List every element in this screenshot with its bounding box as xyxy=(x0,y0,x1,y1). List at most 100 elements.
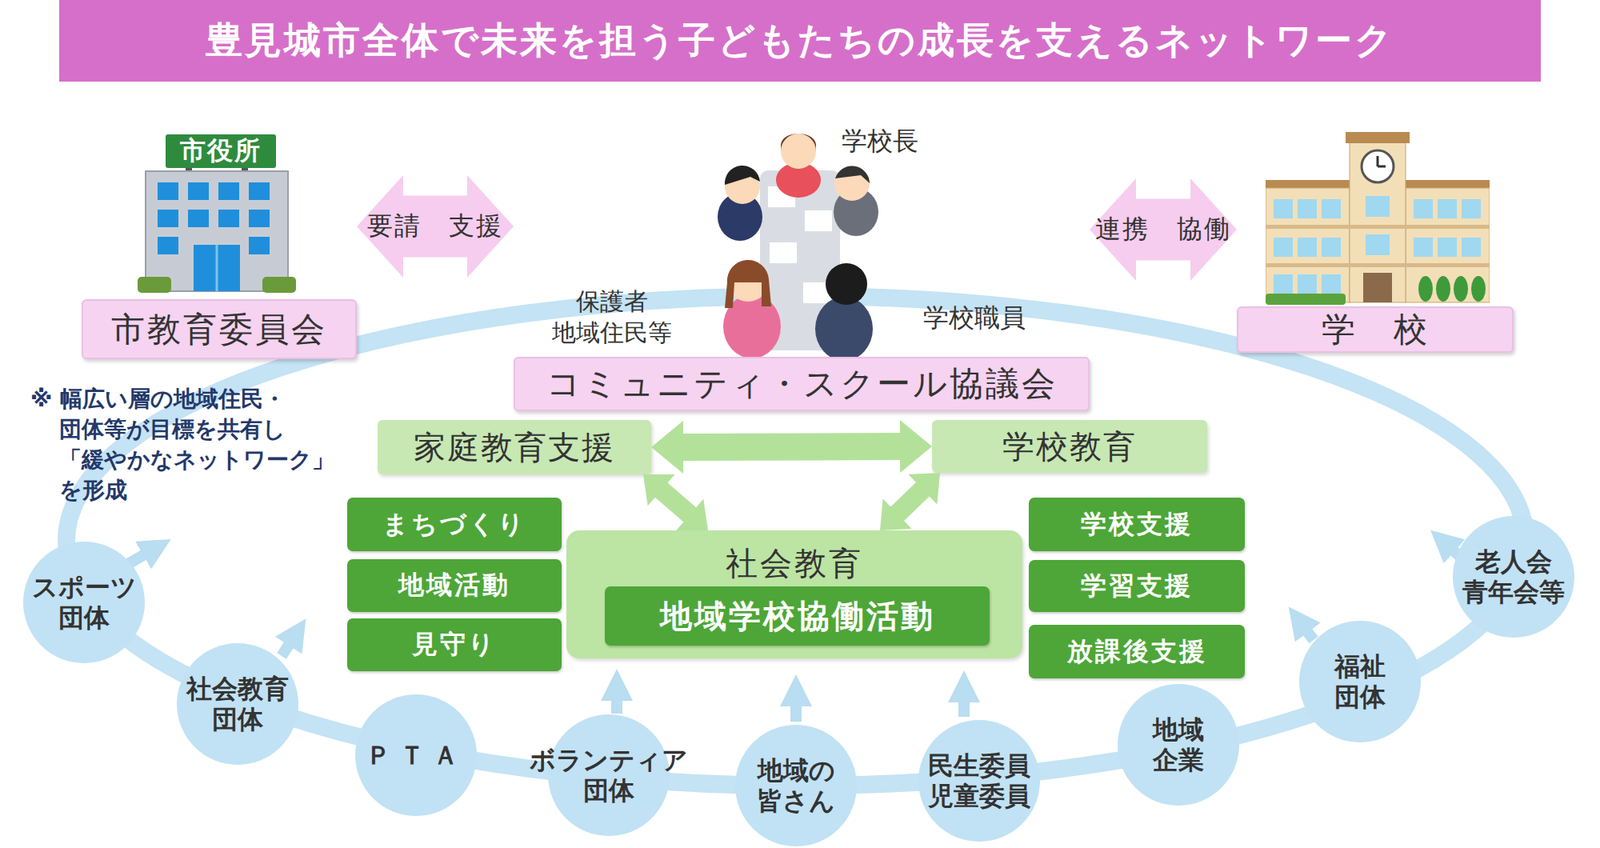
group-circle-text: 老人会 青年会等 xyxy=(1462,546,1565,608)
group-circle-text: 社会教育 団体 xyxy=(186,673,289,736)
group-circle: 民生委員 児童委員 xyxy=(918,720,1040,842)
illustration-part xyxy=(834,165,870,201)
social-education-box-text: 社会教育 xyxy=(566,530,1023,586)
illustration-part xyxy=(1304,627,1314,640)
role-label: 学校職員 xyxy=(923,300,1026,336)
illustration-part xyxy=(262,276,296,293)
activity-box: まちづくり xyxy=(347,497,562,552)
activity-box: 地域活動 xyxy=(347,559,562,612)
illustration-part xyxy=(218,182,240,200)
illustration-part xyxy=(1297,237,1317,257)
illustration-part xyxy=(1265,263,1490,268)
illustration-part xyxy=(216,244,219,292)
activity-box-text: 放課後支援 xyxy=(1067,634,1208,670)
illustration-part xyxy=(1297,274,1317,294)
illustration-part xyxy=(1297,199,1317,219)
activity-box: 学習支援 xyxy=(1028,560,1245,612)
illustration-part xyxy=(1273,274,1293,294)
illustration-part xyxy=(165,134,276,168)
school-illustration xyxy=(1265,130,1490,307)
illustration-part xyxy=(804,210,832,232)
illustration-part xyxy=(157,182,270,292)
illustration-part xyxy=(1437,237,1457,257)
illustration-part xyxy=(157,209,179,228)
illustration-part xyxy=(1365,196,1390,217)
group-circle: 福祉 団体 xyxy=(1299,620,1421,743)
council-box-text: コミュニティ・スクール協議会 xyxy=(513,356,1090,412)
illustration-part xyxy=(1418,276,1433,302)
illustration-part xyxy=(611,694,623,714)
illustration-part xyxy=(1321,274,1341,294)
note-text: ※ 幅広い層の地域住民・ 団体等が目標を共有し 「緩やかなネットワーク」 を形成 xyxy=(30,384,348,506)
illustration-part xyxy=(1321,199,1341,219)
illustration-part xyxy=(825,263,868,305)
illustration-part xyxy=(1265,224,1490,229)
illustration-part xyxy=(188,209,209,228)
illustration-part xyxy=(157,182,179,200)
activity-box: 見守り xyxy=(347,618,562,672)
group-circle-text: 地域の 皆さん xyxy=(756,755,836,817)
illustration-part xyxy=(248,236,270,255)
illustration-part xyxy=(248,209,270,228)
illustration-part xyxy=(1345,132,1410,144)
sign-text: 市役所 xyxy=(165,134,276,168)
school-box: 学 校 xyxy=(1236,130,1514,353)
illustration-part xyxy=(1273,237,1293,257)
link-arrow xyxy=(880,472,940,531)
group-circle-text: ＰＴＡ xyxy=(365,740,467,771)
group-circle-text: 地域 企業 xyxy=(1152,714,1204,776)
illustration-part xyxy=(1405,188,1490,303)
illustration-part xyxy=(780,133,816,152)
illustration-part xyxy=(248,182,270,200)
group-circle-text: ボランティア 団体 xyxy=(529,744,688,807)
group-circle: 地域の 皆さん xyxy=(735,724,857,847)
field-box: 学校教育 xyxy=(932,420,1208,473)
arrow-label: 連携 協働 xyxy=(1095,212,1232,248)
activity-box-text: 学習支援 xyxy=(1080,568,1193,604)
link-arrow xyxy=(651,420,932,474)
arrow-label: 要請 支援 xyxy=(367,208,504,244)
illustration-part xyxy=(1377,165,1386,168)
council-people-illustration xyxy=(704,122,893,357)
group-circle: ボランティア 団体 xyxy=(548,714,670,836)
illustration-part xyxy=(1413,199,1433,219)
activity-box: 地域学校協働活動 xyxy=(604,586,990,646)
illustration-part xyxy=(1349,138,1406,303)
group-circle: 老人会 青年会等 xyxy=(1452,516,1575,638)
illustration-part xyxy=(1461,237,1481,257)
illustration-part xyxy=(815,296,873,357)
activity-box: 学校支援 xyxy=(1028,497,1245,552)
illustration-part xyxy=(1361,150,1394,183)
school-box-text: 学 校 xyxy=(1236,306,1514,353)
illustration-part xyxy=(157,236,179,255)
title-text: 豊見城市全体で未来を担う子どもたちの成長を支えるネットワーク xyxy=(205,16,1395,66)
illustration-part xyxy=(724,165,760,185)
role-label: 学校長 xyxy=(841,124,919,160)
illustration-part xyxy=(1471,276,1486,302)
activity-box: 放課後支援 xyxy=(1028,624,1245,679)
group-circle-text: 民生委員 児童委員 xyxy=(928,750,1031,812)
group-circle-text: 福祉 団体 xyxy=(1334,651,1386,713)
board-box: 市教育委員会 xyxy=(81,132,357,360)
illustration-part xyxy=(1273,199,1293,219)
field-box: 家庭教育支援 xyxy=(377,420,652,475)
link-arrow xyxy=(643,474,708,531)
group-circle: ＰＴＡ xyxy=(355,694,477,816)
illustration-part xyxy=(769,242,797,264)
title-band: 豊見城市全体で未来を担う子どもたちの成長を支えるネットワーク xyxy=(59,0,1541,82)
board-box-text: 市教育委員会 xyxy=(81,299,357,360)
group-circle: 社会教育 団体 xyxy=(176,643,299,765)
social-education-box: 社会教育地域学校協働活動 xyxy=(566,530,1023,659)
council-box: コミュニティ・スクール協議会 xyxy=(513,122,1090,412)
illustration-part xyxy=(193,244,240,292)
cooperation-arrow xyxy=(1089,178,1237,281)
illustration-part xyxy=(128,552,149,564)
illustration-part xyxy=(1436,276,1451,302)
illustration-part xyxy=(790,700,802,722)
field-box-text: 学校教育 xyxy=(1002,424,1137,469)
illustration-part xyxy=(145,171,288,292)
illustration-part xyxy=(218,209,240,228)
illustration-part xyxy=(1365,234,1390,256)
activity-box-text: 学校支援 xyxy=(1080,507,1193,543)
